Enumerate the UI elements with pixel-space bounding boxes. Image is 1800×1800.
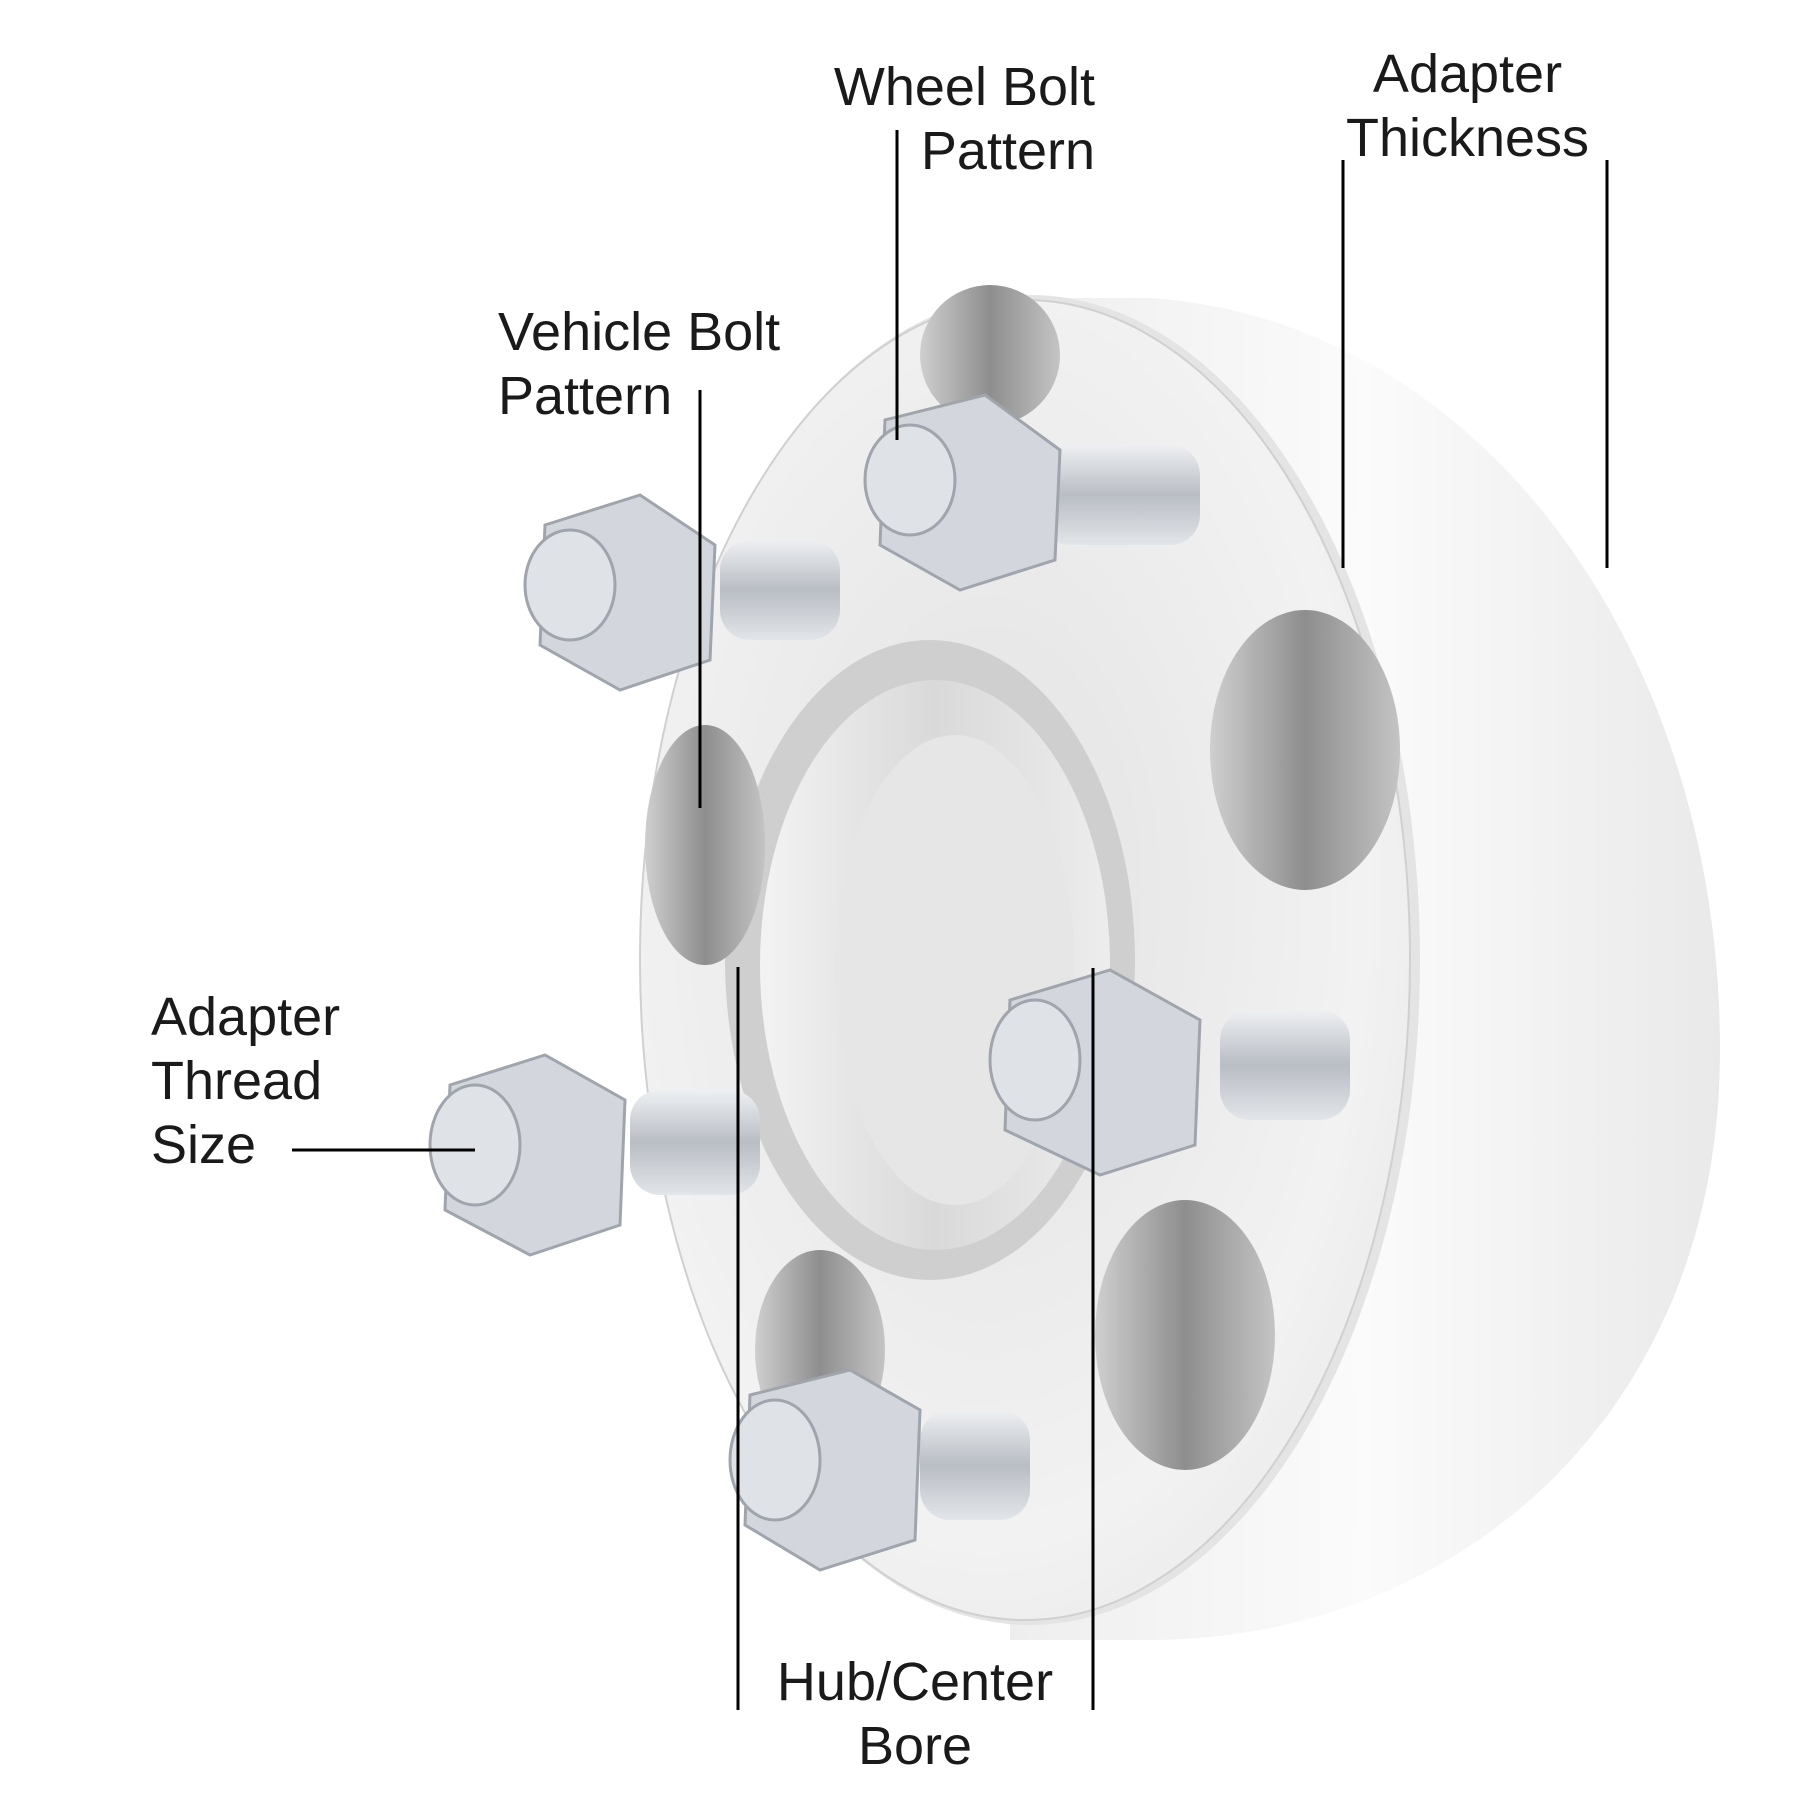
label-wheel-bolt-pattern: Wheel Bolt Pattern	[810, 55, 1095, 183]
label-hub-center-bore: Hub/Center Bore	[770, 1650, 1060, 1778]
label-line: Thickness	[1345, 108, 1590, 168]
label-line: Adapter	[151, 987, 341, 1047]
label-line: Adapter	[1372, 44, 1563, 104]
lug-stud-upper-left	[523, 493, 840, 692]
label-line: Wheel Bolt	[833, 57, 1095, 117]
lug-stud-lower-left	[428, 1053, 760, 1257]
label-line: Pattern	[498, 366, 673, 426]
label-adapter-thickness: Adapter Thickness	[1335, 42, 1600, 170]
label-line: Pattern	[920, 121, 1095, 181]
label-line: Hub/Center	[776, 1652, 1054, 1712]
lug-stud-right	[988, 968, 1350, 1177]
label-line: Vehicle Bolt	[498, 302, 781, 362]
lug-stud-bottom	[728, 1368, 1030, 1572]
label-line: Size	[151, 1115, 257, 1175]
label-line: Bore	[857, 1716, 973, 1776]
lug-stud-top	[863, 393, 1200, 592]
center-bore	[725, 640, 1135, 1280]
label-adapter-thread-size: Adapter Thread Size	[151, 985, 340, 1177]
label-line: Thread	[151, 1051, 323, 1111]
label-vehicle-bolt-pattern: Vehicle Bolt Pattern	[498, 300, 780, 428]
